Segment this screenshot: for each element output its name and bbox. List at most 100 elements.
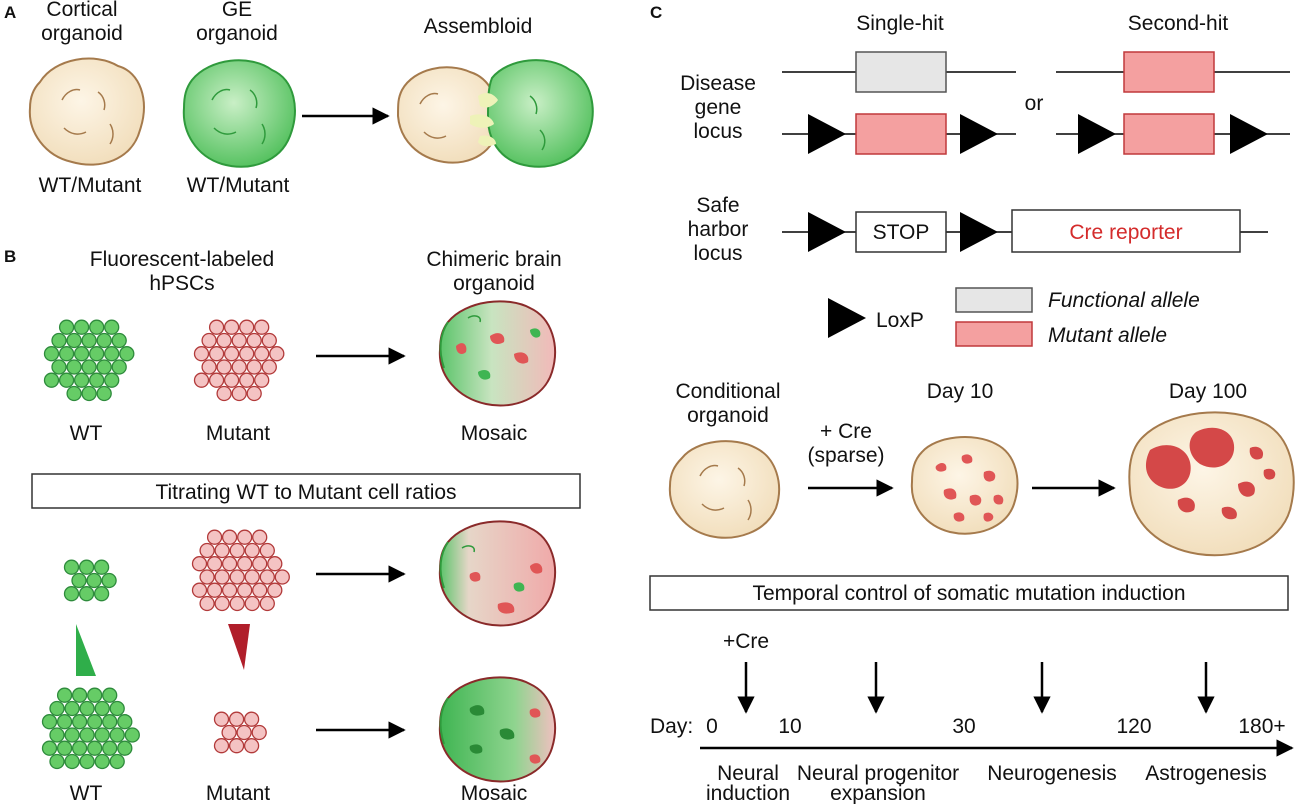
wt-cell [96,332,112,349]
legend-functional-label: Functional allele [1048,289,1200,312]
disease-locus-label-line2: gene [695,96,742,119]
mutant-cell [208,346,225,362]
day10-organoid [910,436,1019,535]
wt-cell-cluster-small [63,559,117,602]
mutant-cell [221,529,238,545]
mutant-cell [229,569,245,585]
cre-reporter-label: Cre reporter [1069,221,1182,244]
mosaic-organoid-mid [438,520,556,627]
mutant-cell [214,595,230,612]
mutant-cell [199,542,215,559]
legend: LoxP Functional allele Mutant allele [828,287,1200,347]
mutant-cell-cluster-large [191,529,290,612]
mutant-cell [236,724,252,741]
mutant-decrease-wedge [228,624,250,670]
wt-cell [51,332,67,349]
wt-cell [58,372,75,388]
mutant-cell [237,529,253,545]
mutant-cell-cluster-small [213,711,267,754]
wt-cell [109,753,125,770]
mutant-cell [213,738,230,754]
mutant-cell [237,582,253,598]
wt-cell [78,559,95,575]
second-hit-floxed-mutant-allele [1056,113,1290,155]
loxp-site-icon [808,212,846,252]
wt-cell [58,319,75,335]
wt-cell [81,359,97,375]
mutant-cell [191,582,208,598]
single-hit-label: Single-hit [856,12,944,35]
wt-cell [87,714,103,730]
mutant-cell [221,724,237,741]
plus-cre-sparse-line1: + Cre [820,420,872,443]
legend-functional-swatch [955,287,1033,313]
wt-cell [79,700,95,717]
mutant-cell [243,711,260,727]
mutant-cell [252,529,268,545]
stage-progenitor-line2: expansion [830,782,926,804]
tick-label-180: 180+ [1238,715,1285,738]
mutant-cell [199,569,215,585]
wt-cell [49,700,65,717]
mutant-cell [261,359,277,375]
temporal-control-box [649,575,1289,611]
mutant-cell [239,372,255,388]
cortical-organoid-label-line2: organoid [41,22,123,45]
mutant-cell [206,529,223,545]
wt-cell [64,700,80,717]
mutant-cell [254,372,270,388]
mutant-cell [231,385,247,402]
mutant-cell [269,346,285,362]
conditional-organoid-label-line2: organoid [687,404,769,427]
cortical-organoid-label-line1: Cortical [46,0,117,21]
mutant-cell [243,738,260,754]
stage-neural-induction-line1: Neural [717,762,779,785]
tick-label-120: 120 [1116,715,1151,738]
wt-cell-cluster-large [41,687,140,770]
wt-cell [109,700,125,717]
mutant-cell [223,319,240,335]
wt-cell [49,727,65,743]
wt-cell-cluster-top [43,319,135,402]
mutant-cell [254,346,270,362]
hpsc-header-line1: Fluorescent-labeled [90,248,274,271]
mutant-cell [221,556,238,572]
mutant-cell [216,332,232,349]
mutant-label-bottom: Mutant [206,782,270,804]
plus-cre-sparse-line2: (sparse) [807,444,884,467]
day-axis-label: Day: [650,715,693,738]
mutant-cell [221,582,238,598]
wt-mutant-label-cortical: WT/Mutant [39,174,142,197]
mutant-cell [259,595,275,612]
mutant-cell [206,556,223,572]
ge-organoid-label-line1: GE [222,0,252,21]
day100-organoid [1128,411,1295,557]
mutant-cell [261,332,277,349]
loxp-site-icon [808,114,846,154]
safe-harbor-label-line3: locus [693,242,742,265]
mutant-cell [252,582,268,598]
stage-progenitor-line1: Neural progenitor [797,762,959,785]
mutant-cell [244,542,260,559]
stage-neurogenesis: Neurogenesis [987,762,1117,785]
chimeric-header-line1: Chimeric brain [426,248,561,271]
mutant-cell [206,582,223,598]
titration-box-label: Titrating WT to Mutant cell ratios [155,481,456,504]
wt-cell [94,727,110,743]
cre-reporter-cassette [1011,209,1241,253]
wt-cell [56,714,73,730]
wt-cell [71,572,87,589]
legend-mutant-swatch [955,321,1033,347]
wt-cell [63,586,80,602]
or-label: or [1025,92,1044,115]
mutant-cell [254,319,270,335]
mutant-cell [246,332,262,349]
single-hit-functional-allele [782,51,1016,93]
wt-cell [104,372,120,388]
wt-cell [79,727,95,743]
mutant-cell [216,385,232,402]
wt-cell [64,727,80,743]
mutant-cell [244,569,260,585]
wt-cell [93,586,110,602]
